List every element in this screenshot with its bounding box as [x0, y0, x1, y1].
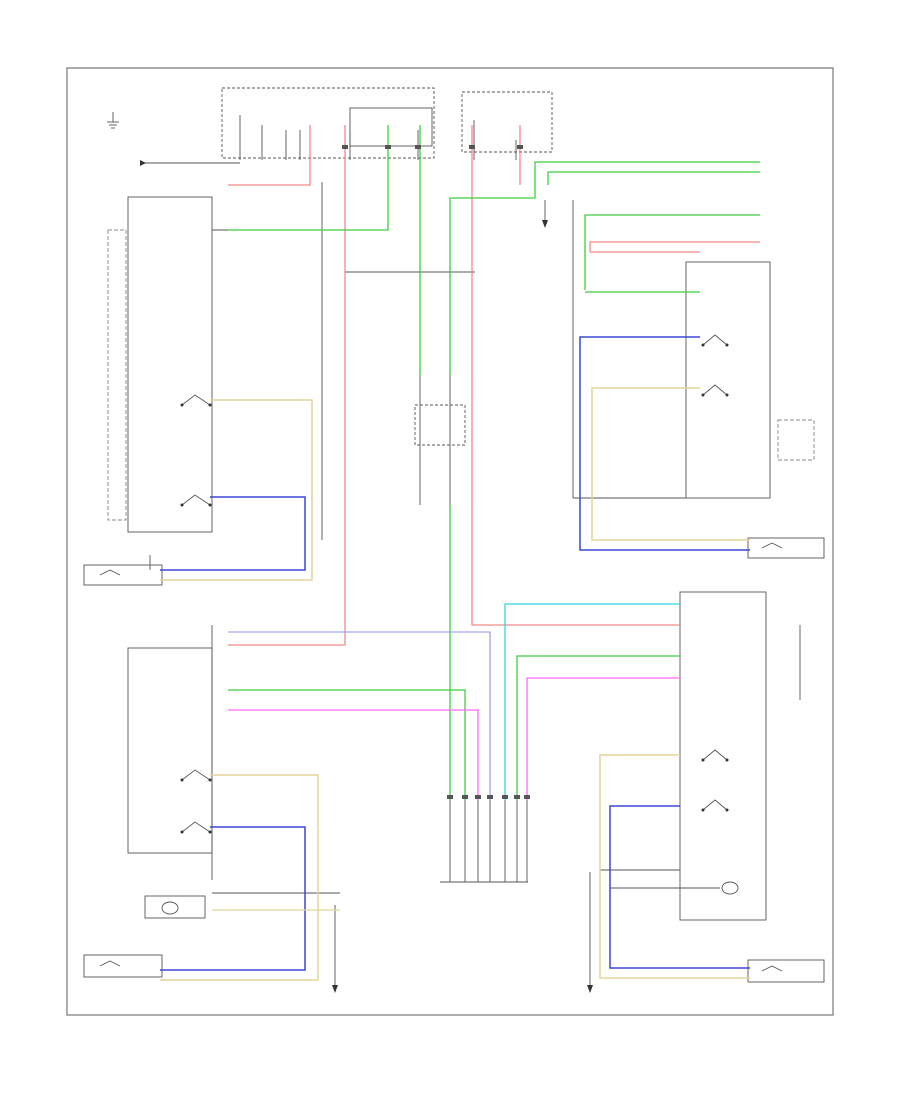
wire-blue [160, 826, 306, 971]
left-rear-window-switch [127, 625, 213, 919]
wire-green [547, 171, 760, 185]
wire-red [471, 125, 680, 626]
ground-icon [587, 872, 593, 993]
wire-pink [526, 677, 680, 800]
wire-cyan [504, 603, 680, 800]
wire-green [228, 125, 389, 231]
wire-pink [228, 709, 479, 800]
passenger-lock-actuator [747, 537, 825, 559]
wire-green [228, 689, 466, 800]
wire-blue [579, 336, 750, 551]
right-rear-lock-actuator [747, 959, 825, 983]
wire-tan [599, 754, 750, 979]
wire-green [584, 214, 760, 290]
wire-red [228, 125, 311, 186]
ground-icon [107, 112, 119, 129]
diagram-frame [66, 67, 834, 1016]
driver-window-switch [107, 182, 323, 570]
wire-blue [160, 496, 306, 571]
ground-icon [332, 905, 338, 993]
driver-lock-actuator [83, 564, 163, 586]
top-fuse-block [221, 87, 553, 160]
wire-red [228, 125, 346, 646]
left-rear-lock-actuator [83, 954, 163, 978]
wire-tan [160, 774, 319, 981]
center-splice [345, 271, 475, 505]
wire-green [516, 655, 680, 800]
wire-green [449, 161, 760, 375]
wire-blue [609, 805, 750, 969]
connector-pins [342, 145, 530, 799]
wire-red [589, 241, 760, 252]
passenger-window-switch [572, 200, 815, 499]
wire-tan [160, 399, 313, 581]
wire-blue [228, 631, 491, 800]
wire-tan [591, 387, 750, 541]
right-rear-window-switch [679, 591, 801, 921]
bottom-connector-leads [449, 800, 528, 882]
ground-icon [542, 200, 548, 228]
